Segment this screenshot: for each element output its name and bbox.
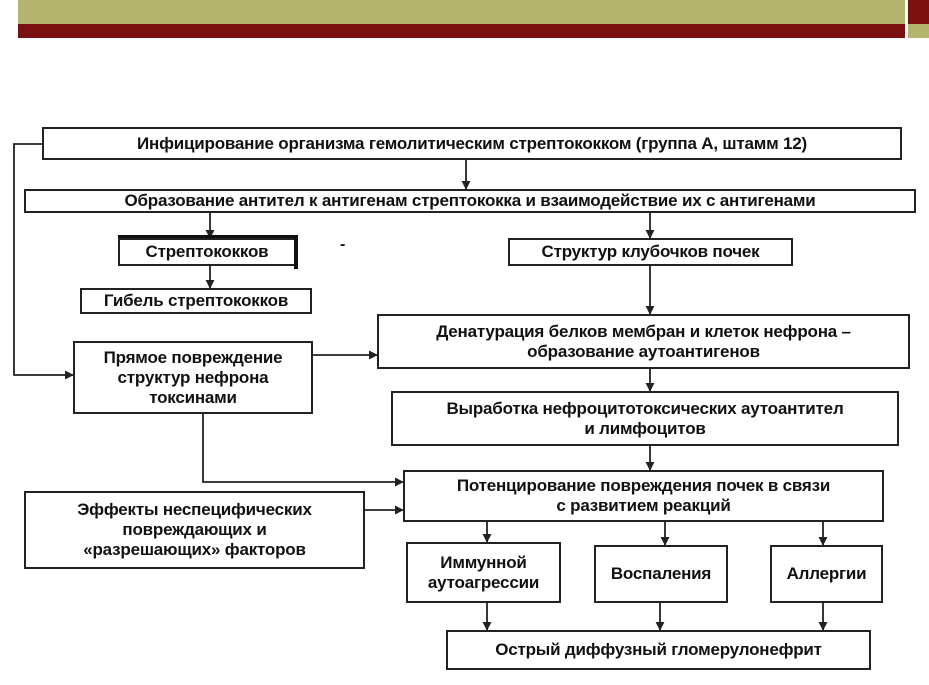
node-potentiation: Потенцирование повреждения почек в связи…: [403, 470, 884, 522]
node-denaturation: Денатурация белков мембран и клеток нефр…: [377, 314, 910, 369]
node-strep-death: Гибель стрептококков: [80, 288, 312, 314]
node-streptococci: Стрептококков: [118, 238, 296, 266]
stray-dash: -: [340, 236, 346, 253]
ink-mark-side: [294, 236, 298, 269]
node-inflammation: Воспаления: [594, 545, 728, 603]
node-direct-damage: Прямое повреждение структур нефрона токс…: [73, 341, 313, 414]
corner-square-olive: [908, 24, 929, 38]
header-band-olive: [18, 0, 905, 24]
header-band-maroon: [18, 24, 905, 38]
node-antibodies: Образование антител к антигенам стрепток…: [24, 189, 916, 213]
node-allergy: Аллергии: [770, 545, 883, 603]
node-glomerulonephritis: Острый диффузный гломерулонефрит: [446, 630, 871, 670]
arrow-direct-potent: [202, 414, 404, 487]
corner-square-maroon: [908, 0, 929, 24]
node-glomeruli: Структур клубочков почек: [508, 238, 793, 266]
node-immune-autoaggression: Иммунной аутоагрессии: [406, 542, 561, 603]
ink-mark-top: [118, 235, 298, 238]
node-infection: Инфицирование организма гемолитическим с…: [42, 127, 902, 160]
node-autoantibody-production: Выработка нефроцитотоксических аутоантит…: [391, 391, 899, 446]
arrow-loop-infection-direct: [13, 143, 74, 380]
node-nonspecific-effects: Эффекты неспецифических повреждающих и «…: [24, 491, 365, 569]
